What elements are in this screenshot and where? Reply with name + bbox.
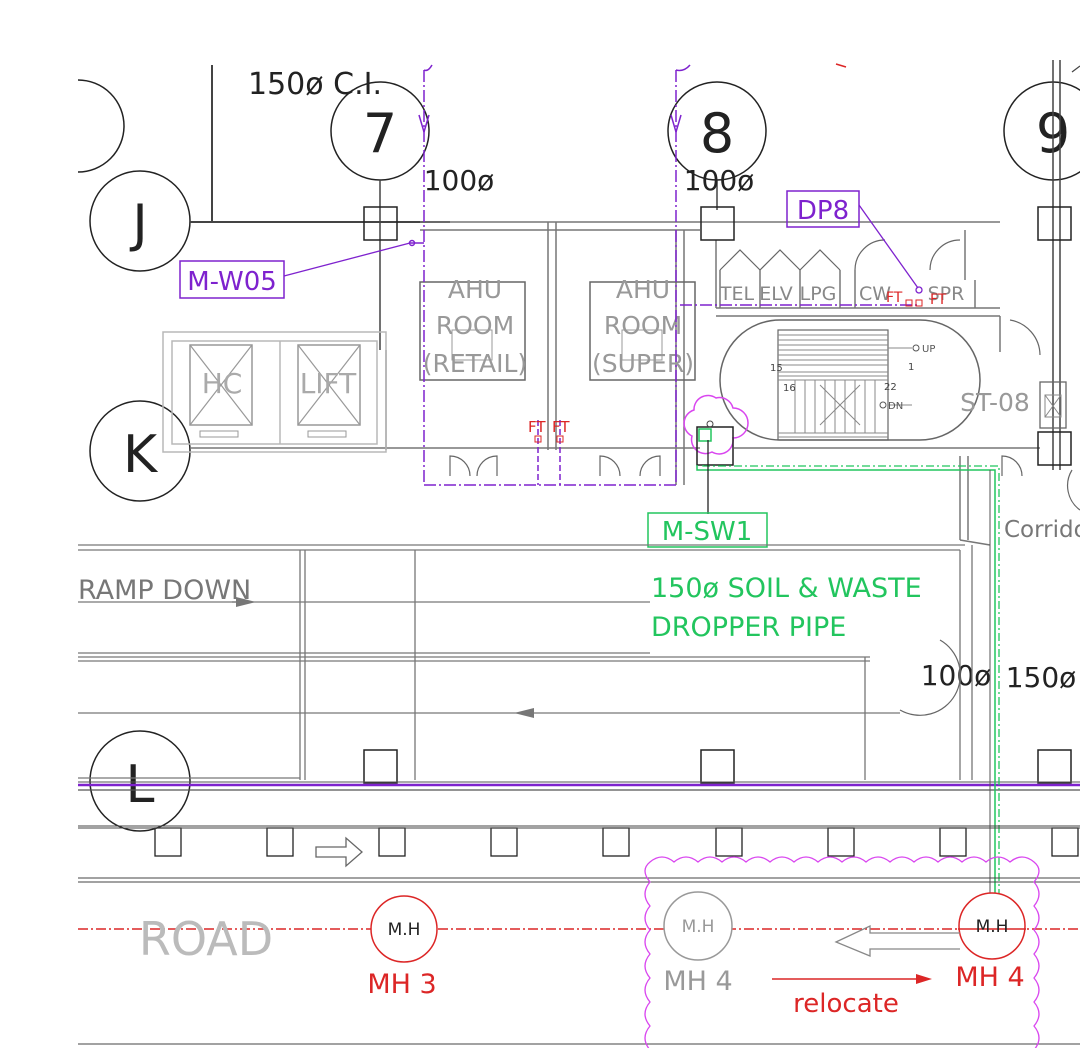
- soil-waste-pipe: [683, 394, 1000, 930]
- purple-main-line: [78, 781, 1080, 791]
- ahu-room-super: AHU ROOM (SUPER): [589, 275, 696, 381]
- ft-label-1: FT: [528, 418, 546, 436]
- stair-st08: 15 16 22 1 UP DN ST-08: [719, 319, 1067, 441]
- mh4-old-label: MH 4: [663, 966, 732, 997]
- pipe-label-100-b: 100ø: [684, 164, 755, 197]
- service-rooms: TEL ELV LPG CW SPR: [719, 283, 964, 305]
- stair-1: 1: [908, 362, 914, 373]
- manhole-mh3: M.H MH 3: [367, 895, 438, 1000]
- ahu-retail-l1: AHU: [448, 275, 502, 304]
- ahu-super-l2: ROOM: [604, 311, 682, 340]
- ahu-super-l3: (SUPER): [592, 349, 694, 378]
- mh4-new-symbol: M.H: [976, 917, 1009, 937]
- tag-m-sw1-text: M-SW1: [662, 517, 753, 547]
- room-spr: SPR: [928, 283, 965, 305]
- tag-m-w05-text: M-W05: [187, 267, 277, 297]
- pipe-label-100-a: 100ø: [424, 164, 495, 197]
- ahu-super-l1: AHU: [616, 275, 670, 304]
- door-swings: [449, 239, 1080, 716]
- room-label-lift: LIFT: [300, 367, 357, 400]
- ft-label-3: FT: [886, 290, 903, 306]
- drain-grates: [154, 827, 1079, 857]
- mh3-symbol: M.H: [388, 920, 421, 940]
- corridor-label: Corrido: [1004, 517, 1080, 543]
- tag-dp8-text: DP8: [797, 196, 849, 226]
- soil-note-line2: DROPPER PIPE: [651, 612, 846, 643]
- stair-22: 22: [884, 382, 897, 393]
- purple-pipe-network: [408, 64, 920, 486]
- tag-dp8: DP8: [786, 190, 923, 294]
- grid-bubble-K: K: [89, 400, 191, 502]
- ramp-area: [78, 544, 973, 780]
- relocate-arrow: [772, 974, 932, 984]
- tag-m-w05: M-W05: [179, 242, 411, 299]
- grid-bubble-L: L: [89, 730, 191, 832]
- ahu-retail-l3: (RETAIL): [423, 349, 527, 378]
- grid-label-J: J: [129, 194, 147, 254]
- grid-label-8: 8: [700, 102, 734, 165]
- stair-15: 15: [770, 363, 783, 374]
- lift-core: HC LIFT: [162, 331, 387, 453]
- road-label: ROAD: [139, 912, 273, 966]
- back-arrow: [834, 924, 960, 957]
- stair-name: ST-08: [960, 388, 1030, 417]
- mh3-label: MH 3: [367, 969, 436, 1000]
- grid-bubble-J: J: [89, 170, 191, 272]
- manhole-mh4-old: M.H MH 4: [663, 891, 733, 997]
- grid-label-K: K: [123, 425, 159, 485]
- pipe-label-150: 150ø: [1006, 661, 1077, 694]
- tag-m-sw1: M-SW1: [647, 512, 768, 548]
- ft-markers: FT FT FT FT: [528, 290, 947, 443]
- ft-label-4: FT: [930, 292, 947, 308]
- traffic-arrow: [315, 836, 363, 868]
- ahu-room-retail: AHU ROOM (RETAIL): [419, 275, 527, 381]
- pipe-label-150ci: 150ø C.I.: [248, 67, 382, 102]
- stair-dn: DN: [888, 401, 903, 412]
- ahu-retail-l2: ROOM: [436, 311, 514, 340]
- room-elv: ELV: [759, 283, 793, 305]
- revision-cloud: [644, 856, 1040, 1048]
- ft-label-2: FT: [552, 418, 570, 436]
- pipe-label-100-c: 100ø: [921, 659, 992, 692]
- mh4-old-symbol: M.H: [682, 917, 715, 937]
- room-label-hc: HC: [202, 367, 243, 400]
- soil-note-line1: 150ø SOIL & WASTE: [651, 573, 922, 604]
- relocate-label: relocate: [793, 989, 899, 1019]
- stair-16: 16: [783, 383, 796, 394]
- stair-up: UP: [922, 344, 935, 355]
- room-lpg: LPG: [800, 283, 837, 305]
- grid-bubble-partial: [77, 79, 125, 173]
- room-tel: TEL: [719, 283, 755, 305]
- grid-bubble-9: 9: [1003, 81, 1080, 181]
- room-cw: CW: [859, 283, 891, 305]
- ramp-label: RAMP DOWN: [78, 575, 251, 606]
- manhole-mh4-new: M.H MH 4: [955, 892, 1026, 993]
- grid-label-7: 7: [363, 102, 397, 165]
- mh4-new-label: MH 4: [955, 962, 1024, 993]
